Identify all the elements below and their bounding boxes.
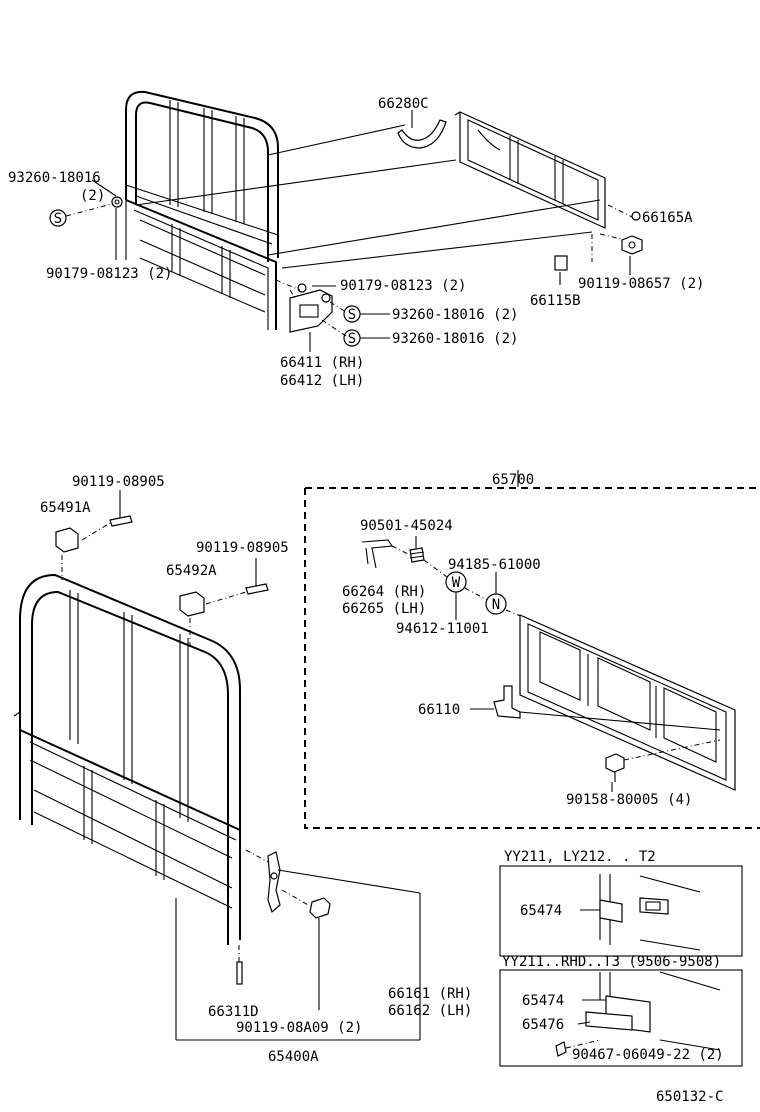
label-qty-2: (2) — [80, 188, 105, 204]
label-90119-08A09: 90119-08A09 (2) — [236, 1020, 362, 1036]
svg-text:S: S — [348, 307, 356, 323]
bracket-66110 — [493, 685, 521, 719]
label-65491A: 65491A — [40, 500, 91, 516]
label-66311D: 66311D — [208, 1004, 259, 1020]
variant-box-1 — [499, 865, 743, 957]
latch-66161 — [267, 851, 281, 914]
label-90179-08123-b: 90179-08123 (2) — [340, 278, 466, 294]
variant-box-2 — [499, 969, 743, 1067]
label-variant-2: YY211..RHD..T3 (9506-9508) — [502, 954, 721, 970]
kit-65700-box — [304, 487, 760, 829]
label-66264: 66264 (RH) — [342, 584, 426, 600]
bolt-90119-08905-a — [109, 515, 133, 527]
pin-66311D — [236, 961, 243, 985]
label-66280C: 66280C — [378, 96, 429, 112]
label-66412: 66412 (LH) — [280, 373, 364, 389]
label-66161: 66161 (RH) — [388, 986, 472, 1002]
bolt-90119-08905-b — [245, 583, 269, 595]
fastener-s-mid1: S — [343, 305, 361, 323]
label-66110: 66110 — [418, 702, 460, 718]
bracket-65491A — [55, 527, 79, 553]
rod-66264 — [361, 539, 393, 569]
svg-text:S: S — [54, 211, 62, 227]
label-65474-b: 65474 — [522, 993, 564, 1009]
bolt-66165A — [631, 211, 641, 221]
bottom-tailgate — [519, 614, 736, 791]
label-93260-18016-b: 93260-18016 (2) — [392, 307, 518, 323]
clip-66115B — [554, 255, 568, 271]
label-66162: 66162 (LH) — [388, 1003, 472, 1019]
top-rack-frame — [125, 90, 279, 330]
label-93260-18016-a: 93260-18016 — [8, 170, 101, 186]
spring-90501 — [409, 547, 425, 563]
bolt-90158-80005 — [605, 753, 625, 782]
part-66280C-shape — [397, 119, 447, 149]
label-65400A: 65400A — [268, 1049, 319, 1065]
label-90467: 90467-06049-22 (2) — [572, 1047, 724, 1063]
label-variant-1: YY211, LY212. . T2 — [504, 849, 656, 865]
fastener-s-left: S — [49, 209, 67, 227]
bottom-rack-frame — [13, 573, 241, 945]
nut-N: N — [485, 593, 507, 615]
label-65492A: 65492A — [166, 563, 217, 579]
top-tailgate — [454, 111, 606, 229]
label-66265: 66265 (LH) — [342, 601, 426, 617]
label-90119-08657: 90119-08657 (2) — [578, 276, 704, 292]
bolt-90119-08657 — [621, 235, 643, 255]
figure-id: 650132-C — [656, 1089, 723, 1105]
label-65476: 65476 — [522, 1017, 564, 1033]
bolt-90179-left — [111, 196, 123, 208]
label-66411: 66411 (RH) — [280, 355, 364, 371]
bracket-66411 — [289, 283, 333, 333]
svg-text:N: N — [492, 597, 500, 613]
label-90179-08123-a: 90179-08123 (2) — [46, 266, 172, 282]
label-90119-08905-a: 90119-08905 — [72, 474, 165, 490]
label-90501-45024: 90501-45024 — [360, 518, 453, 534]
washer-W: W — [445, 571, 467, 593]
bracket-65492A — [179, 591, 205, 617]
svg-text:S: S — [348, 331, 356, 347]
label-66115B: 66115B — [530, 293, 581, 309]
label-66165A: 66165A — [642, 210, 693, 226]
label-94612-11001: 94612-11001 — [396, 621, 489, 637]
label-65700: 65700 — [492, 472, 534, 488]
fastener-s-mid2: S — [343, 329, 361, 347]
bolt-90119-08A09 — [309, 897, 331, 919]
label-93260-18016-c: 93260-18016 (2) — [392, 331, 518, 347]
label-94185-61000: 94185-61000 — [448, 557, 541, 573]
label-90119-08905-b: 90119-08905 — [196, 540, 289, 556]
svg-text:W: W — [452, 575, 461, 591]
label-90158-80005: 90158-80005 (4) — [566, 792, 692, 808]
label-65474-a: 65474 — [520, 903, 562, 919]
